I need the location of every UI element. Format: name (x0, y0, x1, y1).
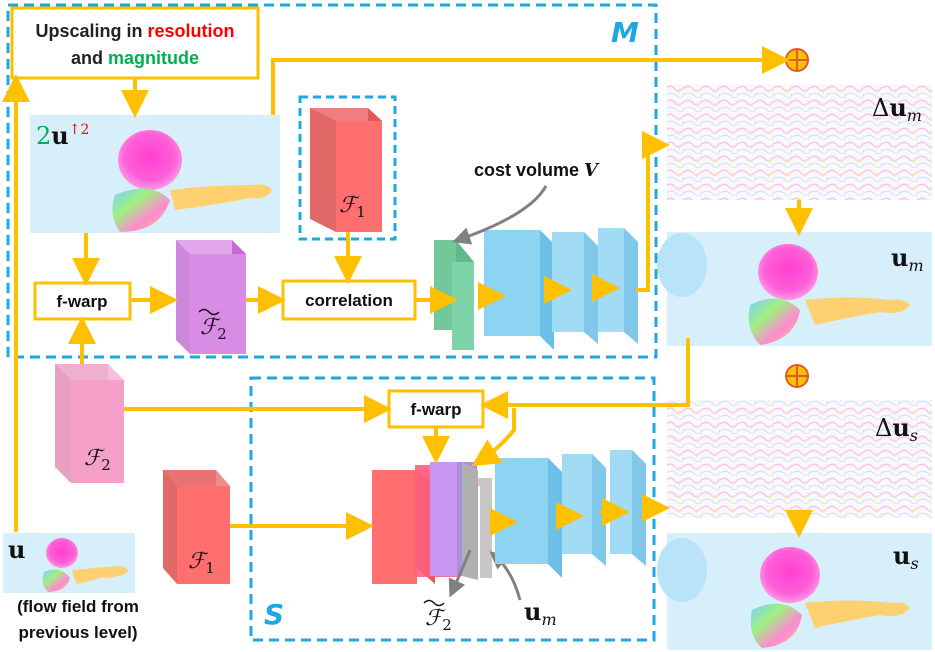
warped-feature2-s-label: ℱ2 (425, 606, 452, 634)
delta-us-sub: s (910, 426, 918, 445)
module-m-box (6, 3, 658, 359)
upscaling-box (10, 6, 260, 80)
um-concat-symbol: u (524, 597, 541, 626)
previous-flow-image (3, 533, 135, 593)
us-sub: s (910, 554, 918, 573)
feature2-sub: 2 (101, 456, 111, 474)
delta-um-sub: m (907, 106, 922, 125)
um-sub: m (908, 256, 923, 275)
plus-circle-top (785, 48, 809, 72)
warped-feature2-s-sub: 2 (442, 616, 452, 634)
feature1-m-sub: 1 (356, 203, 366, 221)
cost-volume-text: cost volume (474, 160, 584, 180)
fwarp-m-label: f-warp (57, 292, 108, 311)
feature2-symbol: ℱ (84, 446, 105, 471)
um-concat-label: um (524, 597, 557, 629)
magnitude-word: magnitude (108, 48, 199, 68)
cost-volume-symbol: V (584, 160, 600, 181)
feature2-label: ℱ2 (84, 446, 111, 474)
arrow-um-to-fwarp-s (480, 338, 690, 419)
arrow-cnn-m-to-delta (636, 131, 670, 292)
um-concat-sub: m (541, 610, 556, 629)
cost-volume-block (434, 240, 474, 350)
warped-feature2-m-tilde (198, 308, 220, 316)
arrow-flow-to-plus (271, 46, 790, 115)
us-image (657, 533, 932, 650)
warped-feature2-s-symbol: ℱ (425, 606, 446, 631)
correlation-label: correlation (305, 291, 393, 310)
concat-stack (372, 462, 492, 584)
delta-um-prefix: Δ (872, 94, 889, 122)
fwarp-s-label: f-warp (411, 400, 462, 419)
cnn-s-layer3 (610, 450, 646, 566)
delta-um-label: Δum (872, 93, 922, 125)
feature1-m-symbol: ℱ (339, 193, 360, 218)
delta-us-image (667, 400, 932, 518)
delta-um-image (667, 84, 932, 200)
upscaled-flow-sup: ↑2 (69, 122, 90, 138)
upscaled-flow-factor: 2 (36, 122, 51, 150)
delta-us-symbol: u (892, 413, 909, 442)
delta-us-label: Δus (875, 413, 918, 445)
previous-flow-caption-line1: (flow field from (17, 597, 139, 616)
feature1-s-label: ℱ1 (188, 549, 215, 577)
um-image (657, 232, 932, 346)
warped-feature2-m-symbol: ℱ (200, 315, 221, 340)
arrows (1, 46, 813, 540)
warped-feature2-m-block (176, 240, 246, 354)
warped-feature2-s-tilde (423, 599, 445, 607)
us-symbol: u (893, 541, 910, 570)
feature1-s-symbol: ℱ (188, 549, 209, 574)
feature1-m-label: ℱ1 (339, 193, 366, 221)
resolution-word: resolution (148, 21, 235, 41)
and-word: and (71, 48, 108, 68)
upscaled-flow-label: 2u↑2 (36, 121, 89, 150)
delta-um-symbol: u (889, 93, 906, 122)
us-label: us (893, 541, 919, 573)
feature2-block (55, 364, 124, 483)
previous-flow-caption-line2: previous level) (18, 623, 137, 642)
upscaling-text-line1: Upscaling in resolution (35, 21, 234, 41)
cost-volume-label: cost volume V (474, 160, 600, 181)
upscaling-text-line2: and magnitude (71, 48, 199, 68)
warped-feature2-m-label: ℱ2 (200, 315, 227, 343)
um-symbol: u (891, 243, 908, 272)
feature1-m-dashed-box (298, 95, 397, 241)
upscaled-flow-image (30, 115, 280, 233)
cost-volume-pointer (452, 185, 548, 245)
feature1-s-block (163, 470, 230, 584)
arrow-um-to-concat (471, 408, 516, 467)
feature1-m-block (310, 108, 382, 232)
cnn-s-layer1 (495, 458, 562, 578)
upscaled-flow-symbol: u (51, 121, 68, 150)
module-s-label: S (264, 598, 284, 631)
module-m-label: M (611, 16, 639, 49)
delta-us-prefix: Δ (875, 414, 892, 442)
warped-feature2-s-pointer (448, 549, 472, 598)
cnn-s-layer2 (562, 454, 606, 566)
um-label: um (891, 243, 924, 275)
previous-flow-symbol: u (8, 535, 25, 564)
feature1-s-sub: 1 (205, 559, 215, 577)
warped-feature2-m-sub: 2 (217, 325, 227, 343)
upscaling-prefix: Upscaling in (35, 21, 147, 41)
cnn-m-layer1 (484, 230, 554, 350)
plus-circle-bottom (785, 364, 809, 388)
